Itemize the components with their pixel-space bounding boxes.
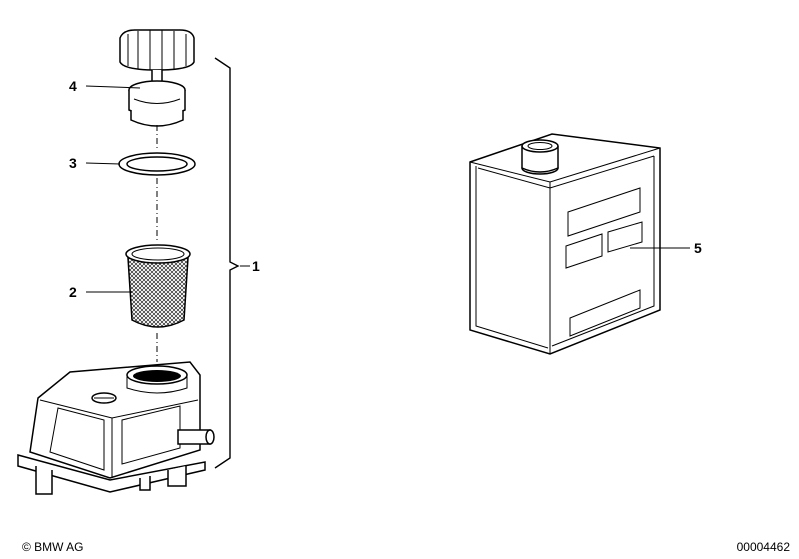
callout-label-3: 3 xyxy=(69,155,77,171)
brake-fluid-can-part xyxy=(469,133,661,355)
callout-label-2: 2 xyxy=(69,284,77,300)
callout-label-4: 4 xyxy=(69,78,77,94)
leader-line-4 xyxy=(85,85,141,89)
assembly-bracket xyxy=(214,57,240,469)
copyright-text: © BMW AG xyxy=(22,540,84,554)
callout-label-5: 5 xyxy=(694,240,702,256)
sealing-ring-part xyxy=(118,152,196,176)
reservoir-cap xyxy=(119,29,195,83)
strainer-part xyxy=(125,244,191,328)
expansion-reservoir-part xyxy=(17,361,215,495)
diagram-number: 00004462 xyxy=(737,540,791,554)
cap-adapter-part xyxy=(128,80,186,127)
callout-label-1: 1 xyxy=(252,258,260,274)
leader-line-3 xyxy=(85,162,121,165)
